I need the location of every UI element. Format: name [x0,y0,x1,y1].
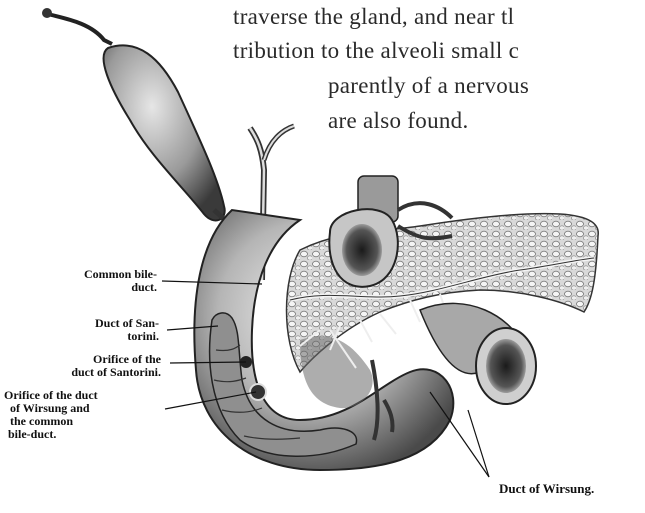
label-orifice-wirsung: Orifice of the duct of Wirsung and the c… [4,389,98,441]
label-duct-of-wirsung: Duct of Wirsung. [499,482,594,495]
label-common-bile-duct: Common bile- duct. [84,268,157,294]
label-duct-of-santorini: Duct of San- torini. [95,317,159,343]
label-orifice-santorini-line-2: duct of Santorini. [71,366,161,379]
label-orifice-wirsung-line-4: bile-duct. [4,428,98,441]
label-duct-of-santorini-line-2: torini. [95,330,159,343]
label-orifice-santorini: Orifice of the duct of Santorini. [71,353,161,379]
gallbladder [42,8,244,246]
label-common-bile-duct-line-2: duct. [84,281,157,294]
